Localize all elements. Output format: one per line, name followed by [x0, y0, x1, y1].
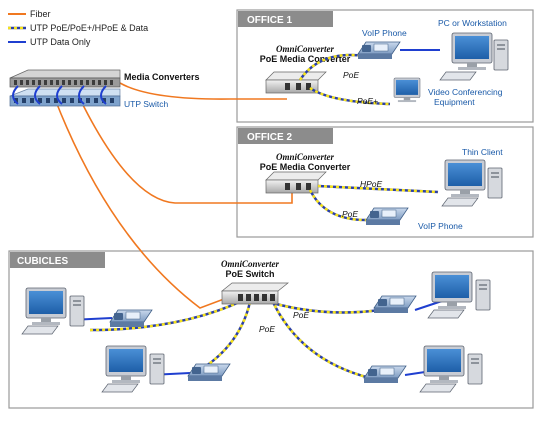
office1-device-label: PoE Media Converter: [260, 54, 351, 64]
office2-converter: OmniConverter PoE Media Converter: [260, 152, 351, 194]
utp-switch-chassis: [9, 88, 121, 107]
media-converters-label: Media Converters: [124, 72, 200, 82]
cubicles-poe-switch: OmniConverter PoE Switch: [221, 259, 289, 305]
fiber-to-office1: [119, 82, 287, 100]
office2-brand: OmniConverter: [276, 152, 335, 162]
cubicles-poe-link-label-b: PoE: [259, 324, 275, 334]
office2-device-label: PoE Media Converter: [260, 162, 351, 172]
rack: Media Converters UTP Switch: [9, 69, 200, 109]
legend-fiber-label: Fiber: [30, 9, 51, 19]
office1-pc-label: PC or Workstation: [438, 18, 507, 28]
office1-header: [238, 11, 333, 27]
office2-thin-client-label: Thin Client: [462, 147, 503, 157]
legend-utp-label: UTP Data Only: [30, 37, 91, 47]
media-converters-chassis: [9, 69, 121, 88]
utp-switch-label: UTP Switch: [124, 99, 169, 109]
cubicles-brand: OmniConverter: [221, 259, 280, 269]
legend-poe-label: UTP PoE/PoE+/HPoE & Data: [30, 23, 148, 33]
office1-poeplus-link-label: PoE+: [357, 96, 378, 106]
office1-converter: OmniConverter PoE Media Converter: [260, 44, 351, 94]
cubicles-title: CUBICLES: [17, 256, 68, 267]
office1-vc-label-2: Equipment: [434, 97, 475, 107]
office1-brand: OmniConverter: [276, 44, 335, 54]
office1-poe-links: [298, 53, 391, 106]
office2-hpoe-link-label: HPoE: [360, 179, 383, 189]
office1-poe-link-label: PoE: [343, 70, 359, 80]
fiber-to-cubicles: [54, 98, 233, 309]
office2-voip-label: VoIP Phone: [418, 221, 463, 231]
cubicles-poe-link-label-a: PoE: [293, 310, 309, 320]
office1-title: OFFICE 1: [247, 15, 292, 26]
cubicles-header: [10, 252, 105, 268]
rack-patch-cables: [12, 85, 107, 105]
legend: Fiber UTP PoE/PoE+/HPoE & Data UTP Data …: [8, 9, 148, 47]
office2-header: [238, 128, 333, 144]
office1-vc-label-1: Video Conferencing: [428, 87, 503, 97]
office1-voip-label: VoIP Phone: [362, 28, 407, 38]
cubicles-device-label: PoE Switch: [225, 269, 274, 279]
fiber-links: [54, 82, 293, 309]
office2-poe-link-label: PoE: [342, 209, 358, 219]
office2-poe-links: [308, 184, 439, 222]
office2-title: OFFICE 2: [247, 132, 292, 143]
fiber-to-office2: [79, 98, 293, 204]
